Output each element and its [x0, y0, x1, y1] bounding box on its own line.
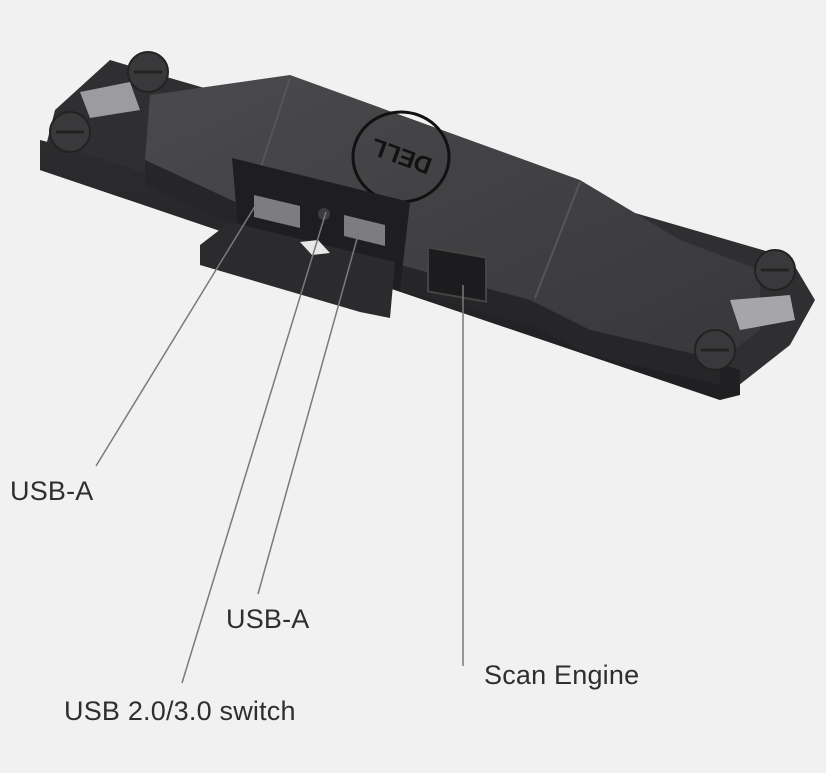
latch-pads	[80, 82, 795, 330]
leader-line-usb-switch	[181, 211, 327, 684]
switch-port	[318, 208, 330, 220]
mounting-screws	[49, 51, 796, 371]
leader-line-usb-a-left	[95, 197, 261, 467]
device-body	[145, 75, 760, 385]
callout-usb-a-left: USB-A	[10, 476, 94, 506]
scan-engine-window	[427, 246, 487, 303]
callout-usb-switch: USB 2.0/3.0 switch	[64, 696, 296, 726]
port-bay	[200, 158, 410, 318]
leader-line-usb-a-right	[257, 227, 361, 595]
leader-lines	[95, 197, 464, 684]
callout-usb-a-right: USB-A	[226, 604, 310, 634]
usb-a-port-left	[254, 195, 300, 228]
port-cover-flap	[200, 222, 395, 318]
callout-scan-engine: Scan Engine	[484, 660, 640, 690]
usb-a-port-right	[344, 215, 385, 246]
